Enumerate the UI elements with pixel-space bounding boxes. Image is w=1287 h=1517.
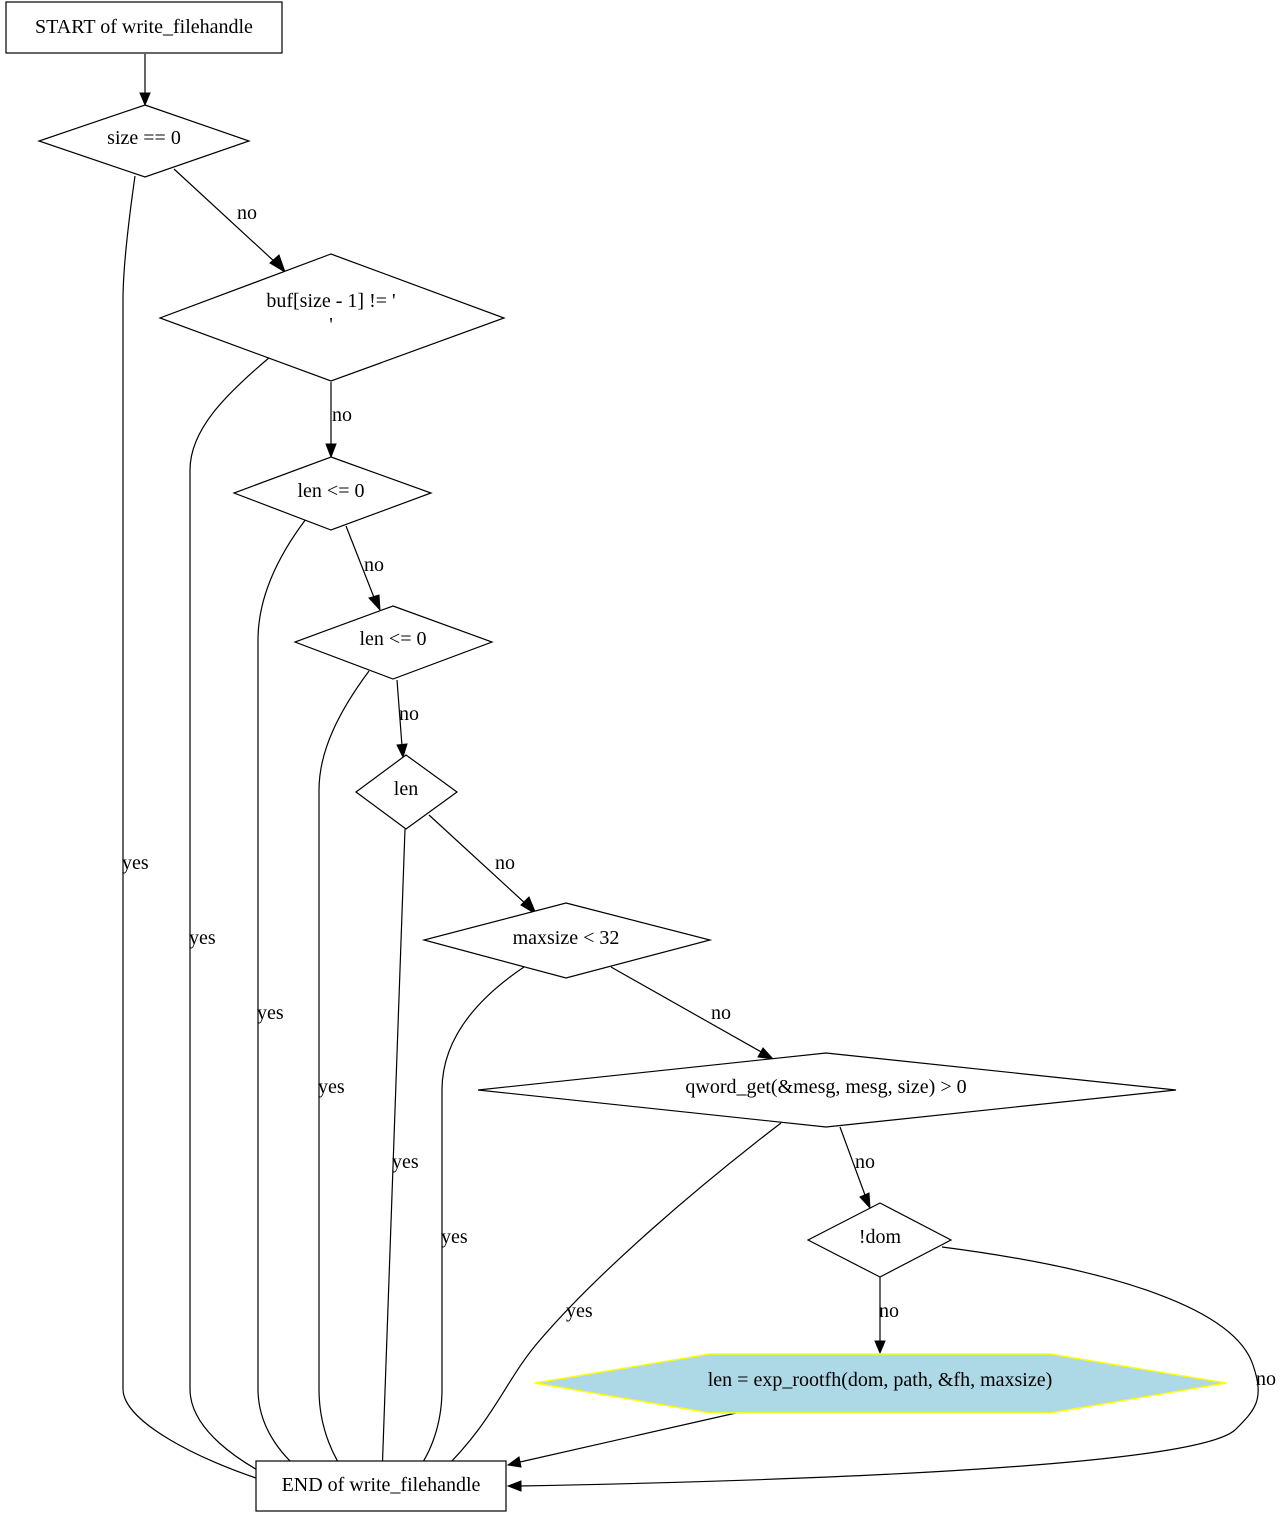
arrowhead: [757, 1047, 775, 1060]
len-check-2-decision: len <= 0: [293, 605, 494, 680]
edge-qword-check-yes: [439, 1122, 782, 1474]
edge-len-check-1-no: [345, 525, 376, 601]
arrowhead: [859, 1192, 871, 1210]
edge-len-check-2-yes: [318, 670, 370, 1478]
buf-check-label-line1: buf[size - 1] != ': [266, 290, 395, 312]
edge-label-buf-yes: yes: [189, 927, 216, 949]
arrowhead: [325, 443, 337, 459]
edge-dom-check-no-end: [519, 1246, 1259, 1487]
edge-size-check-no: [173, 168, 277, 264]
edge-len-check-3-yes: [381, 828, 406, 1477]
edge-len-check-2-no: [396, 679, 403, 747]
edge-label-qword-yes: yes: [566, 1300, 593, 1322]
arrowhead: [874, 1340, 886, 1355]
edge-label-qword-no: no: [855, 1151, 875, 1173]
arrowhead: [520, 896, 538, 916]
edge-label-len1-no: no: [364, 554, 384, 576]
end-node-label: END of write_filehandle: [282, 1474, 481, 1496]
edge-label-size-yes: yes: [122, 852, 149, 874]
edge-maxsize-check-no: [610, 966, 764, 1054]
edge-label-maxsize-no: no: [711, 1002, 731, 1024]
maxsize-check-label: maxsize < 32: [513, 927, 620, 949]
rootfh-action-node: len = exp_rootfh(dom, path, &fh, maxsize…: [534, 1353, 1227, 1414]
edge-len-check-1-yes: [257, 518, 311, 1479]
edge-label-maxsize-yes: yes: [441, 1226, 468, 1248]
edge-label-len2-no: no: [399, 703, 419, 725]
dom-check-decision: !dom: [806, 1202, 953, 1278]
size-check-label: size == 0: [107, 127, 181, 149]
arrowhead: [139, 92, 151, 107]
edge-buf-check-yes: [189, 356, 277, 1481]
edge-label-dom-no-end: no: [1256, 1368, 1276, 1390]
edge-label-dom-no-action: no: [879, 1300, 899, 1322]
maxsize-check-decision: maxsize < 32: [421, 902, 713, 979]
start-node-label: START of write_filehandle: [35, 16, 253, 38]
len-check-1-decision: len <= 0: [232, 456, 433, 531]
edge-action-to-end: [519, 1412, 737, 1463]
nodes: START of write_filehandle size == 0 buf[…: [5, 1, 1227, 1512]
edge-qword-check-no: [839, 1126, 866, 1196]
edges: no yes no yes no yes no yes no: [122, 54, 1276, 1492]
edge-size-check-yes: [122, 175, 263, 1481]
arrowhead: [506, 1456, 522, 1468]
size-check-decision: size == 0: [37, 104, 251, 178]
qword-check-label: qword_get(&mesg, mesg, size) > 0: [685, 1076, 966, 1098]
edge-label-len2-yes: yes: [318, 1076, 345, 1098]
len-check-2-label: len <= 0: [360, 628, 427, 650]
edge-label-buf-no: no: [332, 404, 352, 426]
edge-label-size-no: no: [237, 202, 257, 224]
edge-label-len3-yes: yes: [392, 1151, 419, 1173]
len-check-1-label: len <= 0: [298, 480, 365, 502]
arrowhead: [269, 254, 286, 274]
buf-check-decision: buf[size - 1] != ' ': [158, 253, 506, 382]
dom-check-label: !dom: [859, 1226, 902, 1248]
edge-len-check-3-no: [428, 814, 528, 906]
buf-check-label-line2: ': [329, 314, 333, 336]
edge-label-len3-no: no: [495, 852, 515, 874]
start-node: START of write_filehandle: [5, 1, 283, 54]
qword-check-decision: qword_get(&mesg, mesg, size) > 0: [477, 1052, 1177, 1128]
len-check-3-label: len: [394, 778, 418, 800]
end-node: END of write_filehandle: [255, 1460, 507, 1512]
arrowhead: [506, 1480, 522, 1492]
len-check-3-decision: len: [354, 754, 459, 830]
rootfh-action-label: len = exp_rootfh(dom, path, &fh, maxsize…: [708, 1369, 1053, 1391]
edge-maxsize-check-yes: [411, 966, 525, 1478]
arrowhead: [396, 743, 408, 759]
arrowhead: [368, 594, 381, 612]
edge-label-len1-yes: yes: [257, 1002, 284, 1024]
